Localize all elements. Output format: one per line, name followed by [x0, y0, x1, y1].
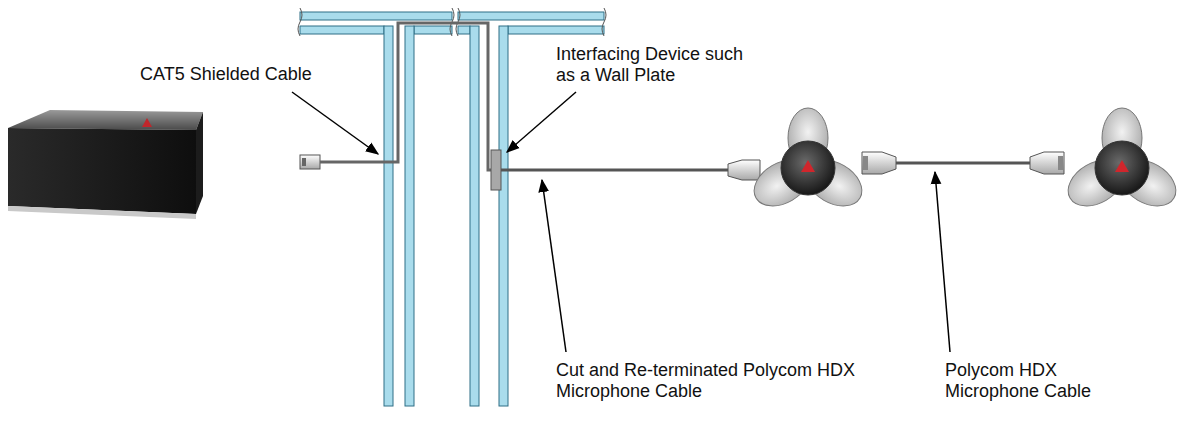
- microphone: [1060, 108, 1179, 215]
- callout-label: Interfacing Device such as a Wall Plate: [556, 44, 746, 86]
- callout-label: Polycom HDX Microphone Cable: [945, 360, 1125, 402]
- callout-label: Cut and Re-terminated Polycom HDX Microp…: [556, 360, 856, 402]
- codec-unit: [8, 110, 203, 219]
- microphone: [746, 108, 870, 215]
- callout-label: CAT5 Shielded Cable: [140, 64, 360, 85]
- mic-cable: [501, 160, 760, 180]
- cat5-cable: [300, 23, 491, 170]
- mic-cable: [862, 152, 1064, 174]
- leader-lines: [292, 92, 950, 352]
- wall-plate: [491, 150, 501, 190]
